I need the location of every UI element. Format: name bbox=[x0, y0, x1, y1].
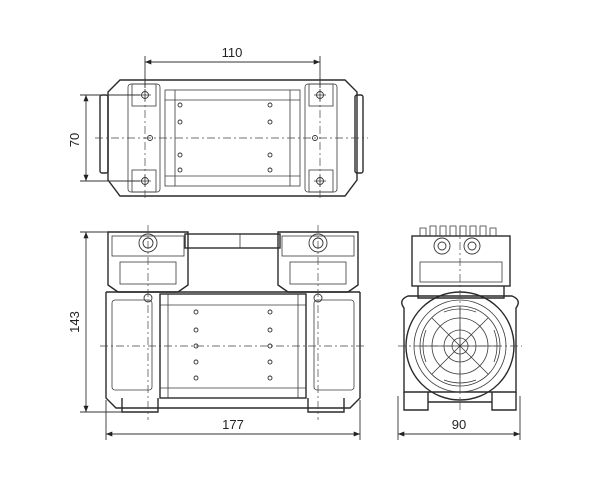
dim-label-90: 90 bbox=[452, 417, 466, 432]
dim-label-70: 70 bbox=[67, 133, 82, 147]
dim-label-110: 110 bbox=[222, 45, 243, 60]
dim-side-width: 90 bbox=[397, 396, 521, 440]
dim-label-177: 177 bbox=[222, 417, 244, 432]
dim-top-width: 110 bbox=[144, 45, 321, 88]
top-view bbox=[95, 78, 368, 200]
dim-front-width: 177 bbox=[105, 400, 361, 440]
dim-front-height: 143 bbox=[67, 231, 122, 413]
dim-top-height: 70 bbox=[67, 94, 140, 182]
front-view bbox=[100, 225, 366, 420]
side-view bbox=[398, 225, 522, 412]
dim-label-143: 143 bbox=[67, 311, 82, 333]
